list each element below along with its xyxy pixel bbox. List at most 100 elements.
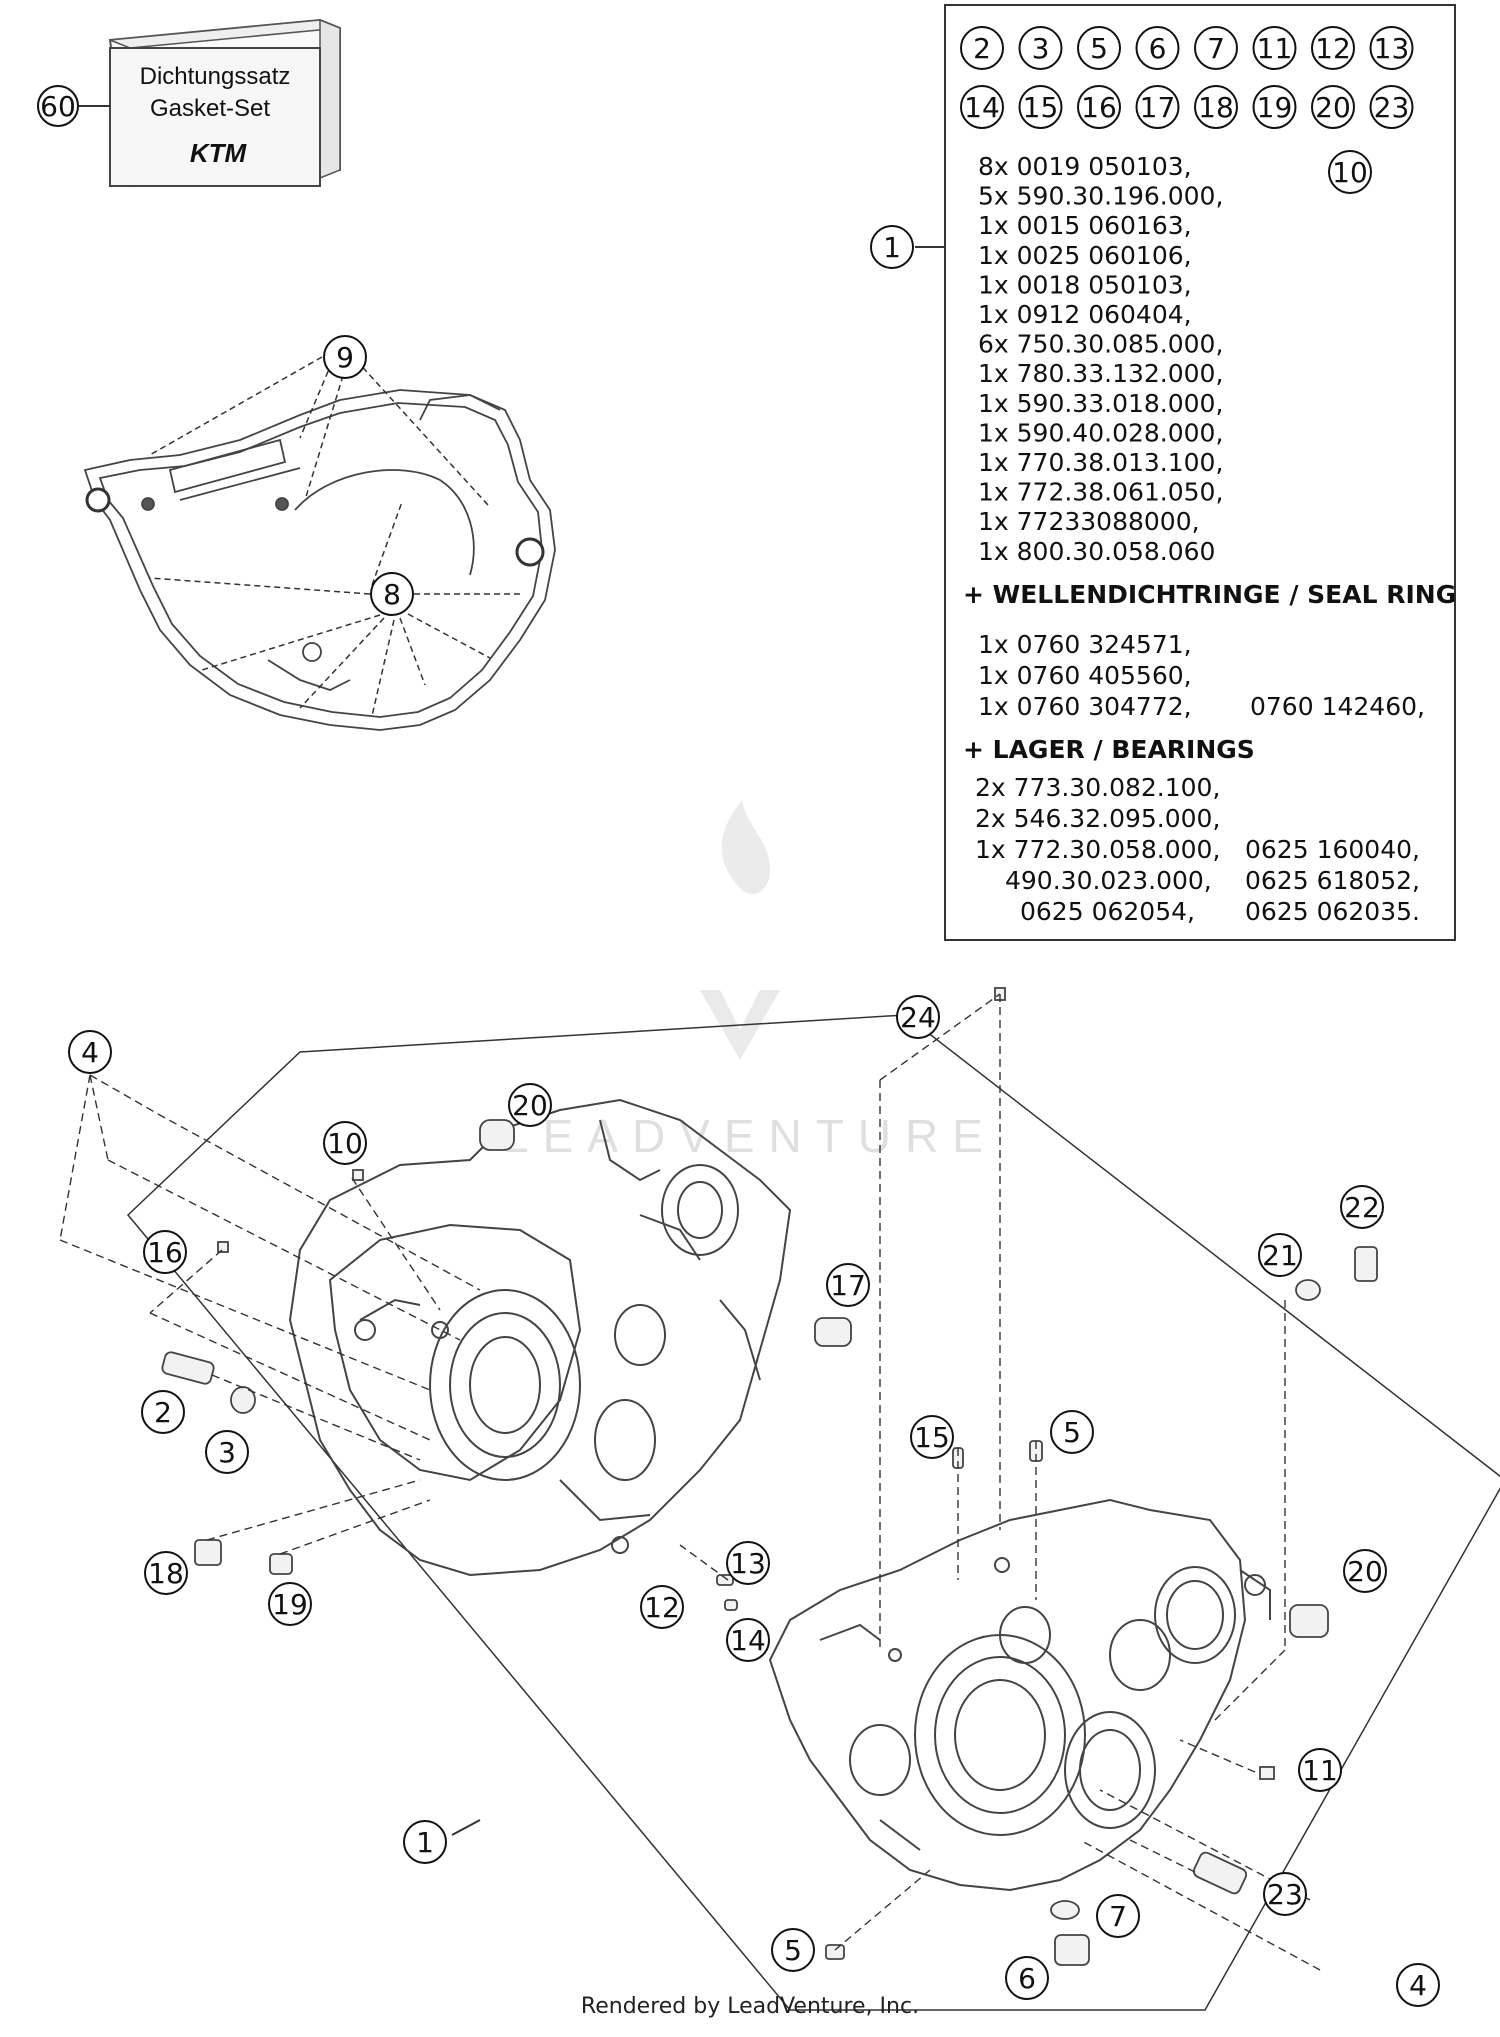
callout-c13[interactable]: 13 [726, 1541, 770, 1585]
callout-c1[interactable]: 1 [403, 1820, 447, 1864]
callout-c5a[interactable]: 5 [1050, 1410, 1094, 1454]
part-6-plug [1054, 1934, 1090, 1966]
gasket-dowel-leaders [149, 501, 522, 717]
assembly-leaders [59, 993, 1321, 1971]
included-callouts-row2: 14 15 16 17 18 19 20 23 [960, 85, 1414, 129]
seal-ring-header: + WELLENDICHTRINGE / SEAL RING [963, 580, 1456, 609]
callout-c10[interactable]: 10 [323, 1121, 367, 1165]
callout-c15[interactable]: 15 [910, 1415, 954, 1459]
part-17-bushing [814, 1317, 852, 1347]
included-callout-17[interactable]: 17 [1135, 85, 1180, 129]
callout-c2[interactable]: 2 [141, 1390, 185, 1434]
included-callout-extra[interactable]: 10 [1328, 150, 1372, 194]
bearing-left-line-4: 0625 062054, [1020, 897, 1195, 926]
included-callout-20-label: 20 [1315, 91, 1351, 124]
part-18-bushing [194, 1539, 222, 1566]
callout-c24[interactable]: 24 [896, 995, 940, 1039]
callout-c24-label: 24 [900, 1001, 936, 1034]
callout-8[interactable]: 8 [370, 572, 414, 616]
seal-extra-number: 0760 142460, [1250, 692, 1425, 721]
seal-number-list: 1x 0760 324571,1x 0760 405560,1x 0760 30… [978, 630, 1192, 721]
callout-c21[interactable]: 21 [1258, 1233, 1302, 1277]
part-12-screw [716, 1574, 734, 1586]
included-callout-20[interactable]: 20 [1311, 85, 1355, 129]
included-callout-13[interactable]: 13 [1369, 26, 1414, 70]
callout-c4b[interactable]: 4 [1396, 1963, 1440, 2007]
watermark-logo: LEADVENTURE [503, 800, 983, 1162]
callout-c6-label: 6 [1018, 1962, 1036, 1995]
parts-line-1: 5x 590.30.196.000, [978, 182, 1223, 211]
included-callout-23[interactable]: 23 [1369, 85, 1414, 129]
included-callout-11[interactable]: 11 [1252, 26, 1297, 70]
callout-c5b[interactable]: 5 [771, 1928, 815, 1972]
small-parts [161, 987, 1378, 1966]
callout-c19-label: 19 [272, 1588, 308, 1621]
callout-c10-label: 10 [327, 1127, 363, 1160]
callout-c12[interactable]: 12 [640, 1585, 684, 1629]
callout-c16-label: 16 [147, 1236, 183, 1269]
included-callout-12[interactable]: 12 [1311, 26, 1355, 70]
part-22-plug [1354, 1246, 1378, 1282]
callout-c22[interactable]: 22 [1340, 1185, 1384, 1229]
bearing-left-line-1: 2x 546.32.095.000, [975, 804, 1220, 833]
callout-60[interactable]: 60 [37, 85, 79, 127]
gasket-set-line2: Gasket-Set [150, 95, 270, 122]
included-callout-3-label: 3 [1032, 32, 1050, 65]
callout-c11[interactable]: 11 [1298, 1748, 1342, 1792]
included-callout-14[interactable]: 14 [960, 85, 1004, 129]
included-callout-6[interactable]: 6 [1135, 26, 1180, 70]
callout-c13-label: 13 [730, 1547, 766, 1580]
callout-c6[interactable]: 6 [1005, 1956, 1049, 2000]
gasket-set-box [109, 47, 321, 187]
bearing-right-line-1: 0625 618052, [1245, 866, 1420, 895]
callout-c16[interactable]: 16 [143, 1230, 187, 1274]
gasket-set-group[interactable]: Dichtungssatz Gasket-Set KTM 60 [37, 18, 341, 188]
left-crankcase-half [288, 1098, 792, 1577]
callout-c4a[interactable]: 4 [68, 1030, 112, 1074]
included-callout-15[interactable]: 15 [1018, 85, 1063, 129]
callout-9[interactable]: 9 [323, 335, 367, 379]
callout-c20b[interactable]: 20 [1343, 1549, 1387, 1593]
included-callout-16-label: 16 [1081, 91, 1117, 124]
included-callout-11-label: 11 [1257, 32, 1293, 65]
bearings-header: + LAGER / BEARINGS [963, 735, 1255, 764]
callout-c18[interactable]: 18 [144, 1551, 188, 1595]
callout-c23[interactable]: 23 [1263, 1872, 1307, 1916]
callout-c19[interactable]: 19 [268, 1582, 312, 1626]
included-callout-19[interactable]: 19 [1252, 85, 1297, 129]
callout-c14[interactable]: 14 [726, 1618, 770, 1662]
parts-line-12: 1x 77233088000, [978, 507, 1200, 536]
bearing-left-line-3: 490.30.023.000, [1005, 866, 1212, 895]
included-callout-5[interactable]: 5 [1077, 26, 1121, 70]
parts-line-10: 1x 770.38.013.100, [978, 448, 1223, 477]
parts-line-13: 1x 800.30.058.060 [978, 537, 1215, 566]
included-callout-14-label: 14 [964, 91, 1000, 124]
included-callout-7[interactable]: 7 [1194, 26, 1238, 70]
callout-c23-label: 23 [1267, 1878, 1303, 1911]
callout-c2-label: 2 [154, 1396, 172, 1429]
callout-c7[interactable]: 7 [1096, 1894, 1140, 1938]
parts-line-6: 6x 750.30.085.000, [978, 330, 1223, 359]
part-20a-bushing [479, 1119, 515, 1151]
gasket-set-line1: Dichtungssatz [140, 63, 291, 90]
callout-c5a-label: 5 [1063, 1416, 1081, 1449]
callout-c3[interactable]: 3 [205, 1430, 249, 1474]
included-callout-3[interactable]: 3 [1018, 26, 1063, 70]
callout-1-partsbox[interactable]: 1 [870, 225, 914, 269]
included-callout-16[interactable]: 16 [1077, 85, 1121, 129]
included-callout-12-label: 12 [1315, 32, 1351, 65]
included-callout-18[interactable]: 18 [1194, 85, 1238, 129]
parts-line-7: 1x 780.33.132.000, [978, 359, 1223, 388]
included-callout-2[interactable]: 2 [960, 26, 1004, 70]
included-callout-13-label: 13 [1374, 32, 1410, 65]
callout-c20b-label: 20 [1347, 1555, 1383, 1588]
callout-c18-label: 18 [148, 1557, 184, 1590]
callout-c17[interactable]: 17 [826, 1263, 870, 1307]
callout-c20a[interactable]: 20 [508, 1083, 552, 1127]
part-20b-bushing [1289, 1604, 1329, 1638]
svg-text:9: 9 [336, 341, 354, 374]
